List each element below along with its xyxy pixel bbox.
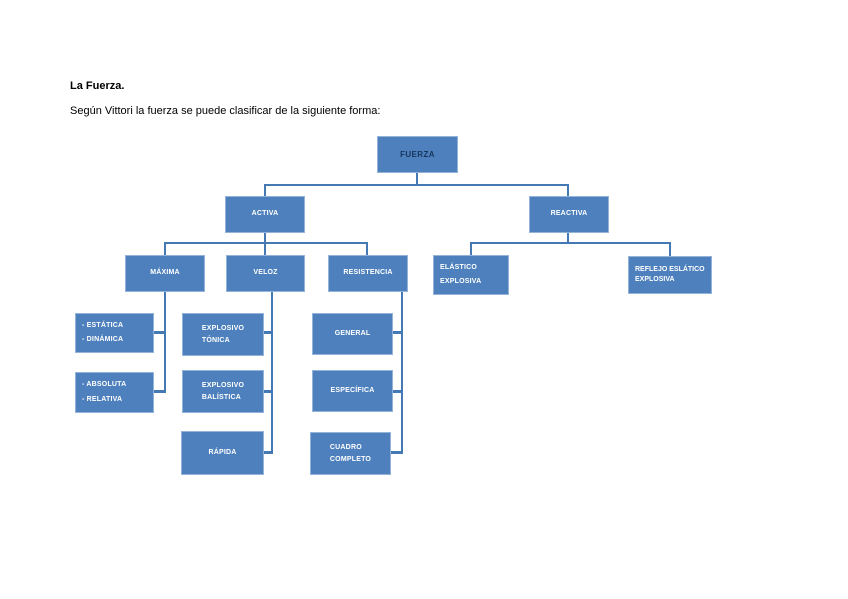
node-rapida: RÁPIDA xyxy=(181,431,264,475)
connector-activa-stub xyxy=(264,184,266,196)
connector-reactiva-stem xyxy=(567,233,569,243)
node-absoluta-relativa: - ABSOLUTA - RELATIVA xyxy=(75,372,154,413)
node-label: EXPLOSIVO xyxy=(201,325,245,333)
connector-cuadro-stub xyxy=(391,451,403,454)
node-veloz: VELOZ xyxy=(226,255,305,292)
connector-maxima-hang xyxy=(164,292,166,393)
doc-title: La Fuerza. xyxy=(70,80,125,92)
node-lines: EXPLOSIVO TÓNICA xyxy=(202,323,244,345)
connector-resistencia-stub xyxy=(366,242,368,255)
node-explosivo-tonica: EXPLOSIVO TÓNICA xyxy=(182,313,264,356)
node-label: REFLEJO ESLÁTICO xyxy=(635,265,705,273)
connector-resistencia-hang xyxy=(401,292,403,454)
node-label: EXPLOSIVO xyxy=(201,382,245,390)
node-maxima: MÁXIMA xyxy=(125,255,205,292)
node-explosivo-balistica: EXPLOSIVO BALÍSTICA xyxy=(182,370,264,413)
connector-especifica-stub xyxy=(393,390,403,393)
node-resistencia: RESISTENCIA xyxy=(328,255,408,292)
connector-rapida-stub xyxy=(264,451,273,454)
connector-reactiva-bar xyxy=(470,242,671,244)
node-label: VELOZ xyxy=(253,269,278,277)
node-label: GENERAL xyxy=(334,329,371,337)
node-reflejo-eslatico-explosiva: REFLEJO ESLÁTICO EXPLOSIVA xyxy=(628,256,712,294)
node-label: EXPLOSIVA xyxy=(635,276,675,283)
node-label: CUADRO xyxy=(329,444,362,452)
connector-fuerza-stem xyxy=(416,173,418,185)
doc-subtitle: Según Vittori la fuerza se puede clasifi… xyxy=(70,105,381,117)
node-label: FUERZA xyxy=(400,149,435,159)
node-especifica: ESPECÍFICA xyxy=(312,370,393,412)
node-elastico-explosiva: ELÁSTICO EXPLOSIVA xyxy=(433,255,509,295)
node-label: TÓNICA xyxy=(201,336,230,344)
node-label: ESPECÍFICA xyxy=(330,386,375,394)
node-label: - ABSOLUTA xyxy=(82,381,127,389)
node-label: - DINÁMICA xyxy=(82,335,124,343)
node-label: COMPLETO xyxy=(329,455,372,463)
connector-activa-bar xyxy=(164,242,368,244)
node-lines: CUADRO COMPLETO xyxy=(330,442,371,464)
node-cuadro-completo: CUADRO COMPLETO xyxy=(310,432,391,475)
node-label: REACTIVA xyxy=(550,210,588,218)
connector-general-stub xyxy=(393,331,403,334)
node-lines: EXPLOSIVO BALÍSTICA xyxy=(202,380,244,402)
node-label: BALÍSTICA xyxy=(201,393,241,401)
connector-balistica-stub xyxy=(264,390,273,393)
node-label: RÁPIDA xyxy=(208,448,237,456)
connector-absoluta-stub xyxy=(154,390,166,393)
node-fuerza: FUERZA xyxy=(377,136,458,173)
connector-level1-bar xyxy=(264,184,569,186)
node-label: - ESTÁTICA xyxy=(82,321,124,329)
node-label: RESISTENCIA xyxy=(343,269,393,277)
node-label: ELÁSTICO xyxy=(440,263,477,271)
connector-veloz-hang xyxy=(271,292,273,454)
node-general: GENERAL xyxy=(312,313,393,355)
node-label: - RELATIVA xyxy=(82,395,123,403)
node-activa: ACTIVA xyxy=(225,196,305,233)
connector-veloz-stub xyxy=(264,242,266,255)
connector-reflejo-stub xyxy=(669,242,671,256)
connector-elastico-stub xyxy=(470,242,472,255)
connector-tonica-stub xyxy=(264,331,273,334)
node-label: ACTIVA xyxy=(251,210,279,218)
connector-reactiva-stub xyxy=(567,184,569,196)
node-label: EXPLOSIVA xyxy=(440,277,482,285)
connector-activa-stem xyxy=(264,233,266,243)
node-label: MÁXIMA xyxy=(150,269,180,277)
node-reactiva: REACTIVA xyxy=(529,196,609,233)
connector-maxima-stub xyxy=(164,242,166,255)
node-estatica-dinamica: - ESTÁTICA - DINÁMICA xyxy=(75,313,154,353)
connector-estatica-stub xyxy=(154,331,166,334)
